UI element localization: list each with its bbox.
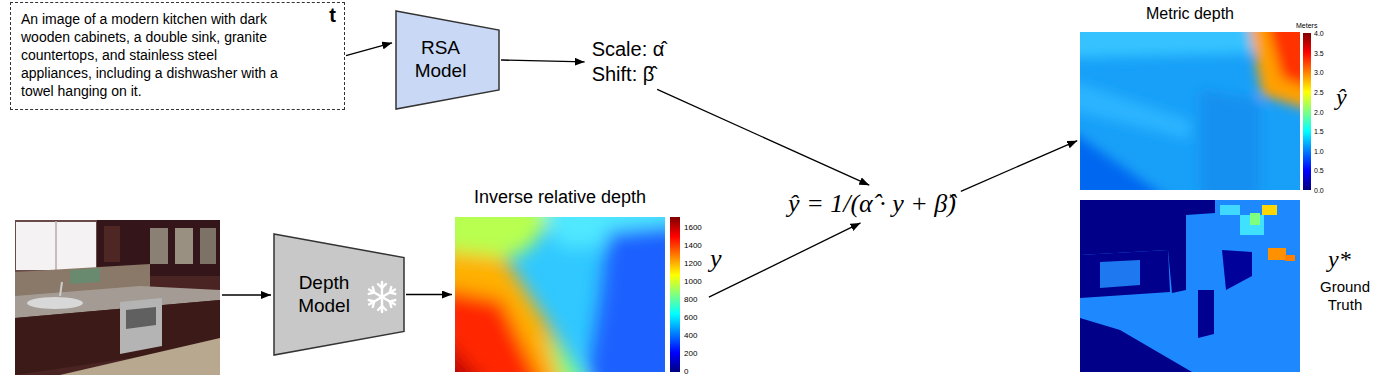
metric-depth-heatmap bbox=[1080, 32, 1300, 190]
colorbar-tick: 3.5 bbox=[1314, 49, 1324, 56]
arrow-connector bbox=[709, 223, 861, 297]
ground-truth-map: y*Ground Truth bbox=[1080, 200, 1300, 372]
metric-depth-map: Metric depthŷ bbox=[1080, 32, 1300, 190]
variable-symbol: ŷ bbox=[1336, 84, 1347, 110]
map-caption: Ground Truth bbox=[1315, 278, 1375, 314]
colorbar-tick: 400 bbox=[684, 332, 697, 340]
rsa-model: RSA Model bbox=[395, 10, 500, 110]
colorbar bbox=[1303, 33, 1311, 190]
colorbar-tick: 1600 bbox=[684, 224, 702, 232]
ground-truth-heatmap bbox=[1080, 200, 1300, 372]
trapezoid-shape bbox=[274, 234, 404, 355]
formula-text: ŷ = 1/(α̂ · y + β̂) bbox=[788, 188, 956, 219]
colorbar-tick: 4.0 bbox=[1314, 30, 1324, 37]
colorbar-tick: 1.5 bbox=[1314, 128, 1324, 135]
colorbar-tick: 0 bbox=[684, 368, 688, 376]
colorbar-tick: 1000 bbox=[684, 278, 702, 286]
formula: ŷ = 1/(α̂ · y + β̂) bbox=[784, 186, 960, 221]
colorbar bbox=[670, 217, 680, 372]
unit-label: Meters bbox=[1296, 22, 1317, 29]
variable-symbol: y* bbox=[1328, 246, 1351, 272]
colorbar-tick: 1400 bbox=[684, 242, 702, 250]
snowflake-symbol bbox=[367, 282, 397, 312]
arrow-connector bbox=[406, 294, 452, 295]
scale-shift-output: Scale: α̂Shift: β̂ bbox=[588, 35, 669, 89]
model-name: Depth Model bbox=[287, 272, 361, 318]
arrow-connector bbox=[961, 141, 1077, 192]
inverse-depth-map: Inverse relative depthy bbox=[455, 217, 708, 372]
shift-label: Shift: β̂ bbox=[592, 62, 665, 87]
trapezoid-shape bbox=[396, 11, 499, 109]
colorbar-tick: 2.0 bbox=[1314, 108, 1324, 115]
colorbar-tick: 1.0 bbox=[1314, 147, 1324, 154]
colorbar-tick: 600 bbox=[684, 314, 697, 322]
colorbar-tick: 800 bbox=[684, 296, 697, 304]
prompt-box: An image of a modern kitchen with dark w… bbox=[10, 2, 345, 110]
kitchen-photo bbox=[15, 220, 220, 375]
colorbar-tick: 1200 bbox=[684, 260, 702, 268]
variable-symbol: y bbox=[710, 245, 722, 274]
model-name: RSA Model bbox=[404, 37, 478, 83]
colorbar-tick: 3.0 bbox=[1314, 69, 1324, 76]
scale-label: Scale: α̂ bbox=[592, 37, 665, 62]
prompt-text: An image of a modern kitchen with dark w… bbox=[11, 3, 283, 107]
colorbar-tick: 0.0 bbox=[1314, 187, 1324, 194]
arrow-connector bbox=[501, 60, 585, 62]
arrow-connector bbox=[346, 43, 392, 56]
text-symbol: t bbox=[329, 4, 336, 26]
arrow-connector bbox=[657, 89, 869, 185]
colorbar-tick: 0.5 bbox=[1314, 167, 1324, 174]
colorbar-tick: 200 bbox=[684, 350, 697, 358]
depth-model: Depth Model bbox=[273, 233, 405, 356]
inverse-depth-heatmap bbox=[455, 217, 665, 372]
map-title: Inverse relative depth bbox=[455, 187, 665, 209]
map-title: Metric depth bbox=[1080, 4, 1300, 23]
colorbar-tick: 2.5 bbox=[1314, 88, 1324, 95]
